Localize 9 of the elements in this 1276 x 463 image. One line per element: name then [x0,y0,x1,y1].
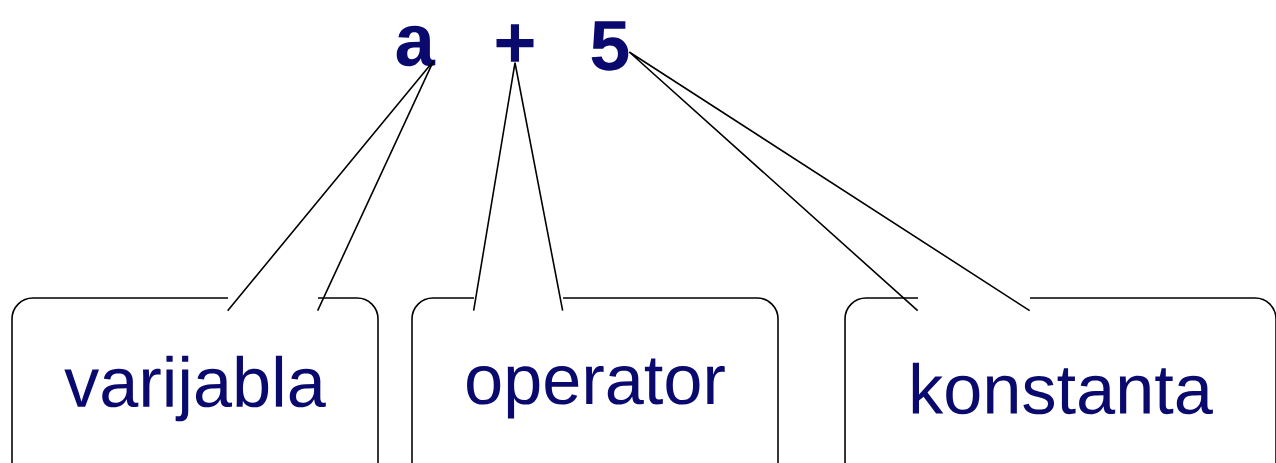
callout-pointer [472,61,564,312]
callout-pointer [226,60,435,312]
callout-box: konstanta [844,297,1276,463]
code-token: a [396,25,436,67]
callout-box: varijabla [11,297,379,463]
code-token: + [496,24,534,62]
code-token: 5 [591,21,629,71]
callout-pointer [628,51,1031,312]
callout-box: operator [411,297,779,463]
